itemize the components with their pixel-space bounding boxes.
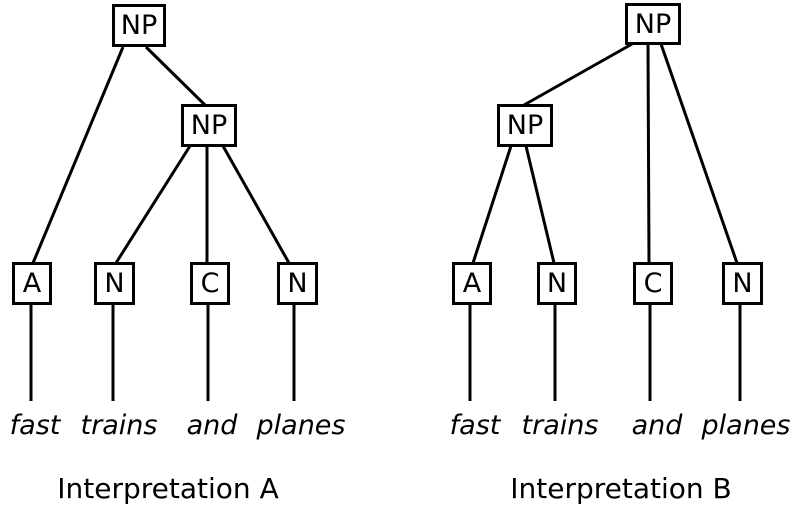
tree-b-caption: Interpretation B xyxy=(510,472,732,505)
tree-b-terminal-word-fast: fast xyxy=(449,410,501,441)
tree-a-inner-np-node: NP xyxy=(181,104,237,147)
edges-tree-b xyxy=(468,42,742,401)
tree-a-leaf-node-n1: N xyxy=(94,262,135,305)
tree-b-leaf-node-n1: N xyxy=(537,262,577,305)
tree-a-terminal-word-fast: fast xyxy=(9,410,61,441)
tree-b-terminal-word-trains: trains xyxy=(521,410,599,441)
tree-b-root-np-node: NP xyxy=(625,3,681,45)
tree-b-leaf-node-c: C xyxy=(633,262,673,305)
tree-a-terminal-word-and: and xyxy=(186,410,238,441)
tree-a-terminal-word-planes: planes xyxy=(256,410,346,441)
tree-b-terminal-word-and: and xyxy=(631,410,683,441)
tree-a-caption: Interpretation A xyxy=(57,472,279,505)
tree-b-terminal-word-planes: planes xyxy=(701,410,791,441)
tree-a-leaf-node-c: C xyxy=(190,262,230,305)
edges-tree-a xyxy=(29,45,296,401)
tree-a-root-np-node: NP xyxy=(112,4,166,47)
tree-b-inner-np-node: NP xyxy=(497,104,553,147)
tree-b-leaf-node-n2: N xyxy=(722,262,763,305)
tree-a-terminal-word-trains: trains xyxy=(80,410,158,441)
tree-a-leaf-node-n2: N xyxy=(277,262,318,305)
tree-a-leaf-node-a: A xyxy=(12,262,52,305)
tree-b-leaf-node-a: A xyxy=(452,262,492,305)
